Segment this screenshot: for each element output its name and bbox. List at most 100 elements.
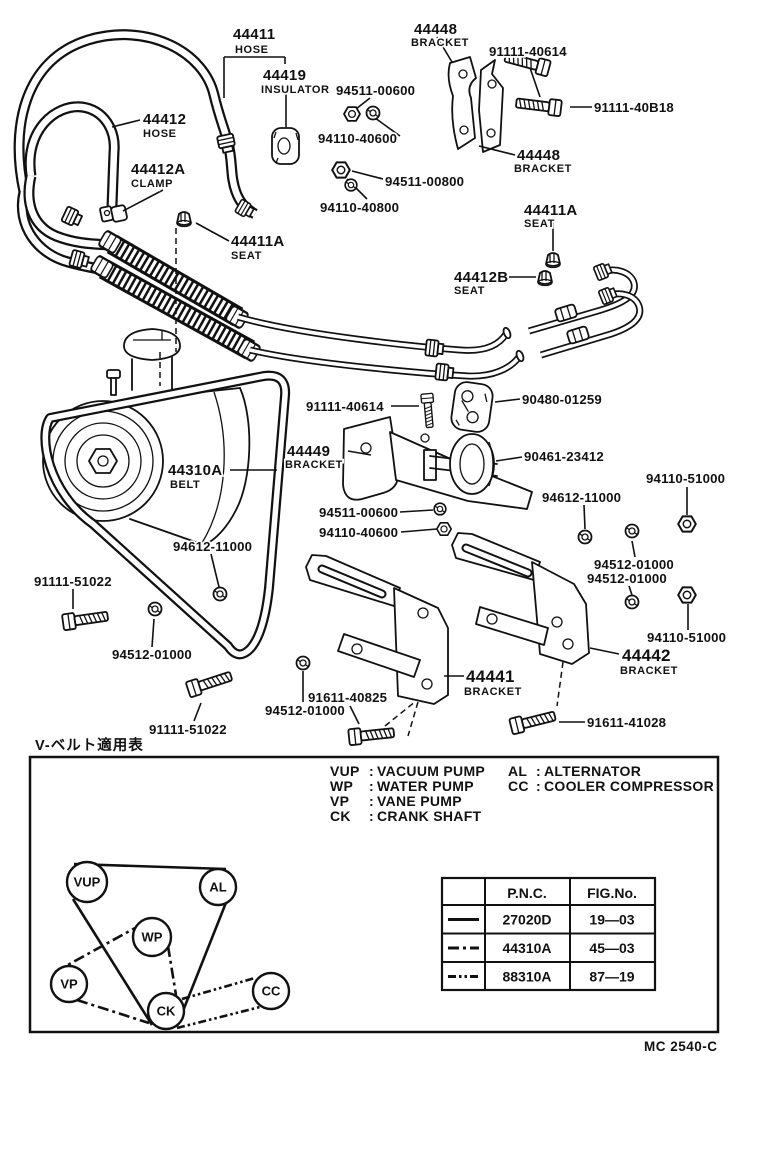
return-hose-art — [23, 101, 120, 251]
part-sublabel: SEAT — [454, 285, 485, 297]
table-fig: 19—03 — [589, 912, 634, 928]
table-fig: 45—03 — [589, 940, 634, 956]
part-label: 44411 — [233, 26, 275, 43]
part-label: 44419 — [263, 67, 306, 84]
part-label: 44412 — [143, 111, 186, 128]
bolt-icon — [514, 94, 563, 118]
legend-name: CRANK SHAFT — [377, 808, 482, 824]
part-label: 94110-40600 — [319, 525, 398, 540]
legend-abbr: AL — [508, 763, 527, 779]
part-label: 44411A — [524, 202, 578, 219]
legend-abbr: CK — [330, 808, 351, 824]
washer-icon — [624, 594, 640, 610]
belt-line-44310A — [166, 945, 178, 996]
part-label: 91111-40B18 — [594, 100, 674, 115]
bracket-44449-art — [342, 416, 533, 510]
seat-icon — [545, 252, 561, 269]
right-hose-art — [528, 266, 644, 359]
seat-icon — [176, 211, 192, 228]
part-label: 91611-41028 — [587, 715, 666, 730]
bolt-icon — [61, 607, 110, 632]
part-sublabel: SEAT — [524, 218, 555, 230]
pulley-circle — [146, 991, 186, 1031]
grommet-90461-art — [449, 433, 495, 495]
pulley-label: AL — [209, 880, 226, 895]
part-label: 91111-51022 — [149, 722, 227, 737]
seat-icon — [537, 270, 553, 287]
part-label: 94511-00600 — [319, 505, 398, 520]
part-sublabel: BRACKET — [620, 665, 678, 677]
cooler-tube-art — [88, 229, 263, 363]
legend-colon: : — [369, 793, 374, 809]
part-label: 94612-11000 — [542, 490, 621, 505]
part-sublabel: HOSE — [143, 128, 177, 140]
belt-line-27020D — [71, 898, 154, 1026]
part-sublabel: CLAMP — [131, 178, 173, 190]
table-pnc: 27020D — [502, 912, 551, 928]
part-label: 44411A — [231, 233, 285, 250]
bracket-44442-art — [451, 532, 590, 665]
belt-art — [40, 370, 291, 660]
part-label: 90480-01259 — [522, 392, 602, 407]
pressure-hose-art — [13, 29, 258, 276]
part-label: 94512-01000 — [594, 557, 674, 572]
part-sublabel: BELT — [170, 479, 200, 491]
pulley-circle — [198, 867, 238, 907]
nut-icon — [677, 515, 697, 533]
table-header-pnc: P.N.C. — [507, 885, 546, 901]
legend-abbr: CC — [508, 778, 529, 794]
washer-icon — [147, 601, 163, 617]
pulley-label: VP — [60, 977, 78, 992]
table-pnc: 44310A — [502, 940, 551, 956]
legend-name: COOLER COMPRESSOR — [544, 778, 714, 794]
steel-pipe-art — [237, 313, 525, 380]
part-label: 94511-00600 — [336, 83, 415, 98]
bolt-icon — [184, 667, 235, 699]
part-sublabel: INSULATOR — [261, 84, 330, 96]
clamp-art — [99, 204, 128, 223]
part-label: 91111-40614 — [489, 44, 567, 59]
part-label: 91611-40825 — [308, 690, 387, 705]
line-art — [13, 29, 644, 705]
pulley-circle — [65, 860, 109, 904]
nut-icon — [677, 586, 697, 604]
legend-colon: : — [536, 763, 541, 779]
pnc-table: P.N.C. FIG.No. 27020D 19—03 44310A 45—03 883… — [440, 876, 657, 992]
part-label: 44441 — [466, 667, 515, 686]
legend-colon: : — [369, 778, 374, 794]
pulley-label: CC — [262, 984, 281, 999]
part-sublabel: SEAT — [231, 250, 262, 262]
belt-line-88310A — [176, 1004, 265, 1030]
nut-icon — [343, 106, 361, 122]
washer-icon — [577, 529, 593, 545]
figure-code: MC 2540-C — [644, 1039, 718, 1054]
belt-line-88310A — [181, 976, 256, 1001]
nut-icon — [435, 521, 453, 537]
legend-name: WATER PUMP — [377, 778, 474, 794]
washer-icon — [212, 586, 228, 602]
washer-icon — [365, 105, 381, 121]
part-sublabel: HOSE — [235, 44, 269, 56]
legend-abbr: VP — [330, 793, 349, 809]
legend-colon: : — [536, 778, 541, 794]
table-pnc: 88310A — [502, 969, 551, 985]
nut-icon — [331, 161, 351, 179]
part-label: 44442 — [622, 646, 671, 665]
part-label: 44449 — [287, 443, 330, 460]
pulley-circle — [131, 916, 173, 958]
part-label: 94612-11000 — [173, 539, 252, 554]
pulley-label: VUP — [74, 875, 101, 890]
legend-name: VACUUM PUMP — [377, 763, 485, 779]
table-header-fig: FIG.No. — [587, 885, 637, 901]
legend-name: VANE PUMP — [377, 793, 462, 809]
belt-line-44310A — [54, 926, 136, 974]
bolt-icon — [420, 392, 437, 429]
part-label: 94512-01000 — [112, 647, 192, 662]
part-label: 94512-01000 — [587, 571, 667, 586]
part-label: 44448 — [517, 147, 560, 164]
